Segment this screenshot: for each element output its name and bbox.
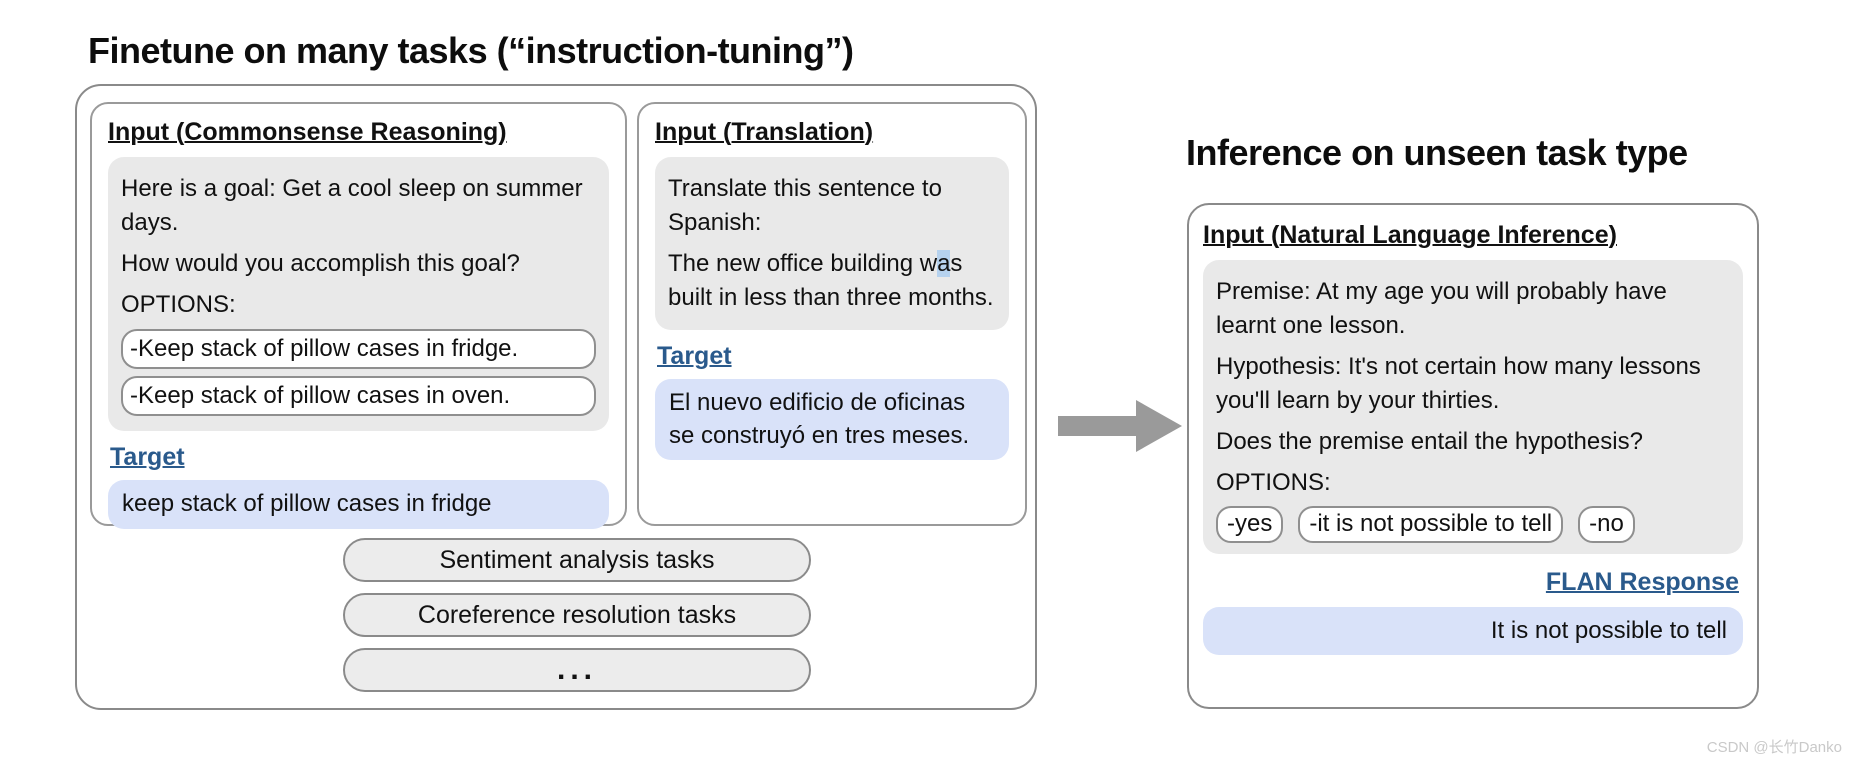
translation-sentence-text: The new office building was built in les…: [668, 247, 996, 315]
flan-response-answer: It is not possible to tell: [1203, 606, 1743, 655]
finetune-tasks-container: Input (Commonsense Reasoning) Here is a …: [75, 84, 1037, 710]
nli-option-no: -no: [1578, 506, 1635, 543]
task-pill-sentiment: Sentiment analysis tasks: [343, 538, 811, 582]
csdn-watermark: CSDN @长竹Danko: [1706, 739, 1842, 756]
commonsense-target-label: Target: [110, 443, 185, 472]
commonsense-option-oven: -Keep stack of pillow cases in oven.: [121, 376, 596, 417]
nli-question-text: Does the premise entail the hypothesis?: [1216, 428, 1643, 456]
commonsense-goal-text: Here is a goal: Get a cool sleep on summ…: [121, 175, 583, 237]
flan-response-label: FLAN Response: [1545, 567, 1739, 596]
commonsense-options-label: OPTIONS:: [121, 291, 236, 319]
nli-card-heading: Input (Natural Language Inference): [1203, 221, 1617, 249]
commonsense-card-heading: Input (Commonsense Reasoning): [108, 118, 507, 146]
other-task-pills: Sentiment analysis tasks Coreference res…: [343, 538, 811, 692]
nli-option-yes: -yes: [1216, 506, 1284, 543]
commonsense-question-text: How would you accomplish this goal?: [121, 250, 520, 278]
translation-card: Input (Translation) Translate this sente…: [637, 102, 1027, 526]
inference-title: Inference on unseen task type: [1186, 132, 1688, 173]
translation-sentence-pre: The new office building w: [668, 250, 938, 278]
nli-premise-text: Premise: At my age you will probably hav…: [1216, 278, 1667, 340]
task-pill-ellipsis: ...: [343, 648, 811, 692]
translation-instruction-text: Translate this sentence to Spanish:: [668, 175, 942, 237]
nli-input-bubble: Premise: At my age you will probably hav…: [1203, 260, 1743, 554]
commonsense-target-answer: keep stack of pillow cases in fridge: [108, 480, 609, 529]
translation-input-bubble: Translate this sentence to Spanish: The …: [655, 157, 1009, 331]
task-pill-coreference: Coreference resolution tasks: [343, 593, 811, 637]
translation-card-heading: Input (Translation): [655, 118, 874, 146]
nli-options-label: OPTIONS:: [1216, 469, 1331, 497]
translation-target-answer: El nuevo edificio de oficinas se constru…: [655, 379, 1009, 461]
right-arrow-icon: [1058, 398, 1184, 459]
commonsense-option-fridge: -Keep stack of pillow cases in fridge.: [121, 329, 596, 370]
finetune-title: Finetune on many tasks (“instruction-tun…: [88, 30, 854, 71]
nli-hypothesis-text: Hypothesis: It's not certain how many le…: [1216, 353, 1701, 415]
nli-inference-card: Input (Natural Language Inference) Premi…: [1187, 203, 1759, 709]
translation-target-label: Target: [657, 342, 732, 371]
translation-sentence-selection: a: [937, 250, 951, 278]
nli-option-not-possible: -it is not possible to tell: [1298, 506, 1564, 543]
commonsense-reasoning-card: Input (Commonsense Reasoning) Here is a …: [90, 102, 627, 529]
commonsense-input-bubble: Here is a goal: Get a cool sleep on summ…: [108, 157, 609, 432]
nli-options-row: -yes -it is not possible to tell -no: [1216, 506, 1730, 543]
translation-sentence-post: s built in less than three months.: [668, 250, 994, 312]
